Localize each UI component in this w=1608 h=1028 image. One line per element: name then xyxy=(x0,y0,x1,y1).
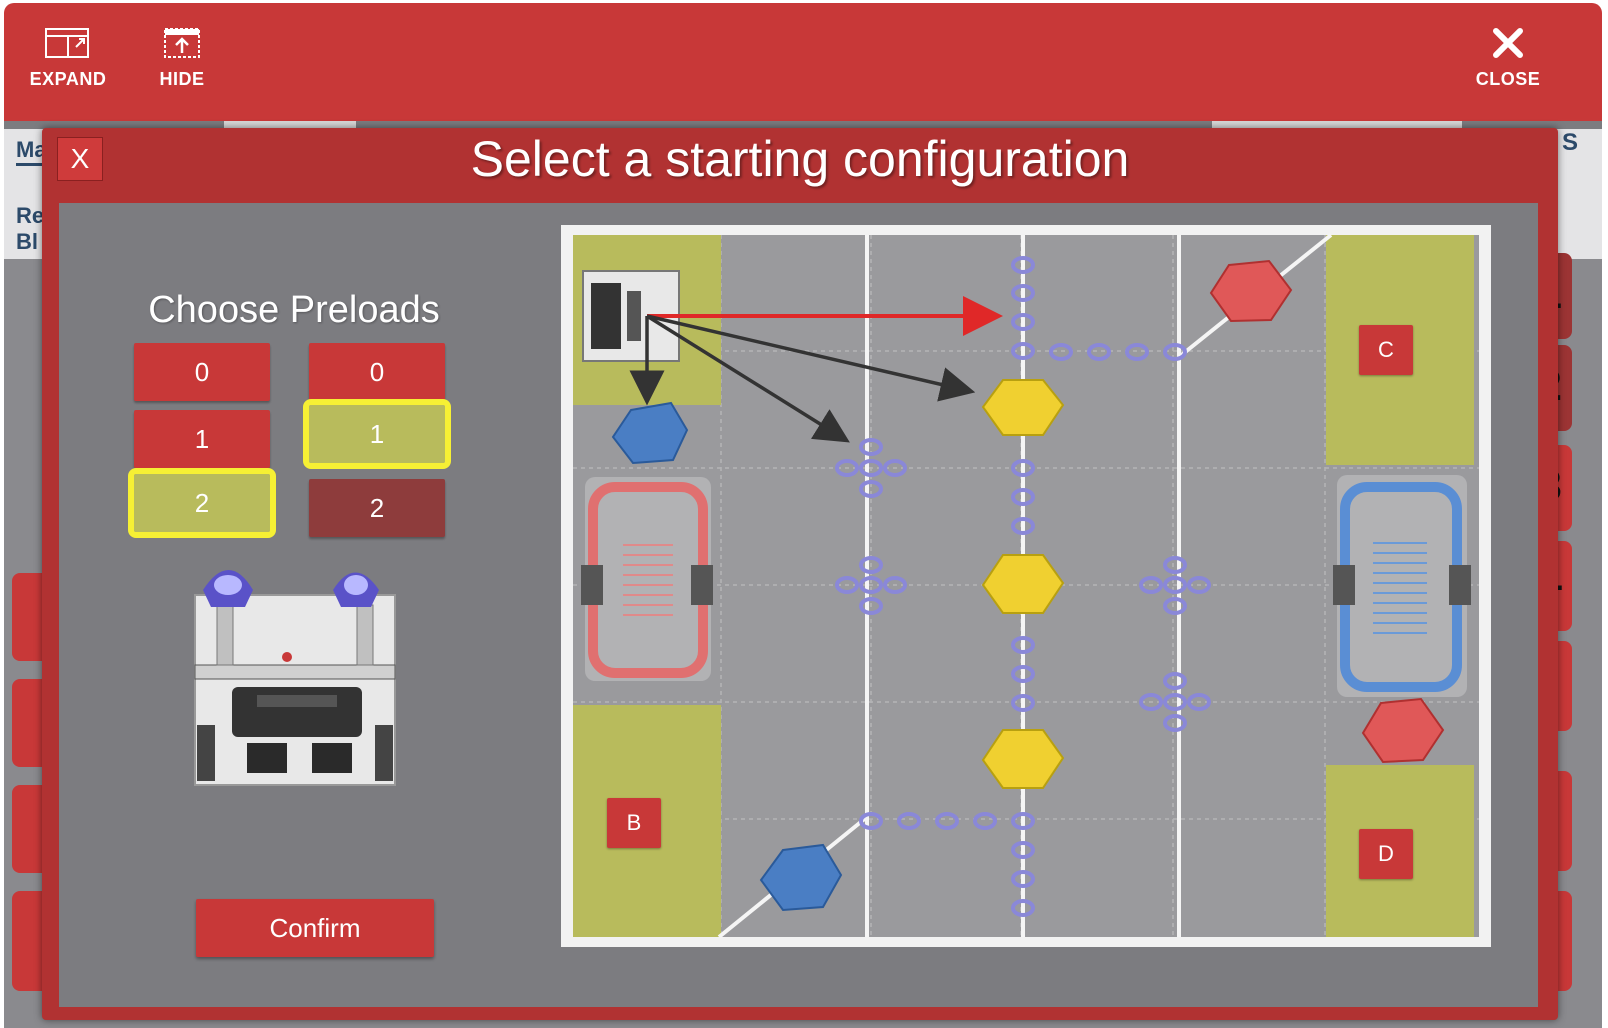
yellow-goal xyxy=(981,729,1065,789)
close-button[interactable]: CLOSE xyxy=(1458,25,1558,105)
position-c-button[interactable]: C xyxy=(1359,325,1413,375)
expand-icon xyxy=(45,28,89,58)
hide-label: HIDE xyxy=(159,69,205,89)
background-left-panel: Ma Re Bl xyxy=(4,129,47,259)
position-b-button[interactable]: B xyxy=(607,798,661,848)
path-arrow xyxy=(646,314,976,402)
background-right-panel: S xyxy=(1552,129,1602,259)
robot-preview-image xyxy=(194,570,396,786)
blue-goal xyxy=(759,843,843,912)
background-tab xyxy=(224,121,356,129)
right-preload-2-button[interactable]: 2 xyxy=(309,479,445,537)
preloads-heading: Choose Preloads xyxy=(148,289,440,331)
left-preload-0-button[interactable]: 0 xyxy=(134,343,270,401)
background-tab-label: S xyxy=(1562,129,1579,156)
hide-button[interactable]: HIDE xyxy=(132,25,232,105)
rings xyxy=(835,256,1211,917)
red-platform xyxy=(581,477,713,681)
expand-button[interactable]: EXPAND xyxy=(18,25,118,105)
confirm-button[interactable]: Confirm xyxy=(196,899,434,957)
background-tab-strip xyxy=(4,121,1602,129)
yellow-goal xyxy=(981,554,1065,614)
hide-icon xyxy=(164,28,200,58)
red-goal xyxy=(1209,259,1293,323)
left-preload-1-button[interactable]: 1 xyxy=(134,410,270,468)
right-preload-0-button[interactable]: 0 xyxy=(309,343,445,401)
background-text: Re xyxy=(16,203,45,228)
blue-platform xyxy=(1333,475,1471,697)
close-label: CLOSE xyxy=(1475,69,1541,89)
red-goal xyxy=(1361,697,1445,764)
yellow-goal xyxy=(981,379,1065,436)
modal-title: Select a starting configuration xyxy=(470,131,1130,187)
window-toolbar: EXPAND HIDE CLOSE xyxy=(4,3,1602,121)
left-preload-2-button[interactable]: 2 xyxy=(128,468,276,538)
background-text: Bl xyxy=(16,229,38,254)
path-arrow xyxy=(646,314,850,443)
background-tab-label: Ma xyxy=(16,137,47,166)
background-tab xyxy=(1212,121,1462,129)
right-preload-1-button[interactable]: 1 xyxy=(303,399,451,469)
field-map xyxy=(561,225,1491,947)
modal-body: Choose Preloads 0 1 2 0 1 2 Confirm xyxy=(59,203,1538,1007)
close-icon xyxy=(1493,28,1523,58)
expand-label: EXPAND xyxy=(29,69,107,89)
modal-close-button[interactable]: X xyxy=(57,137,103,181)
starting-config-modal: Select a starting configuration X Choose… xyxy=(42,128,1558,1020)
blue-goal xyxy=(611,401,689,465)
position-d-button[interactable]: D xyxy=(1359,829,1413,879)
